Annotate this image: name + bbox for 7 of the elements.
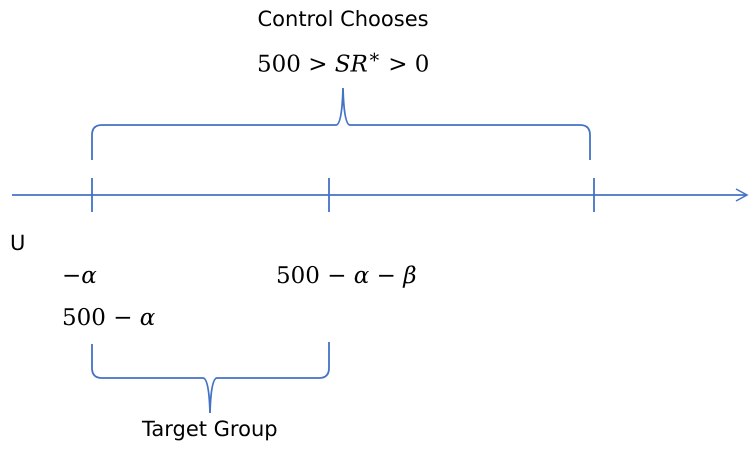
value-label: 500 − α − β: [276, 264, 417, 290]
axis-label: U: [10, 232, 26, 256]
value-label: −α: [62, 264, 97, 290]
bracket-label: Target Group: [142, 418, 278, 442]
heading-text: Control Chooses: [258, 8, 429, 32]
value-label: 500 − α: [62, 306, 156, 332]
inequality-text: 500 > SR$^{∗}$ > 0: [257, 46, 430, 78]
